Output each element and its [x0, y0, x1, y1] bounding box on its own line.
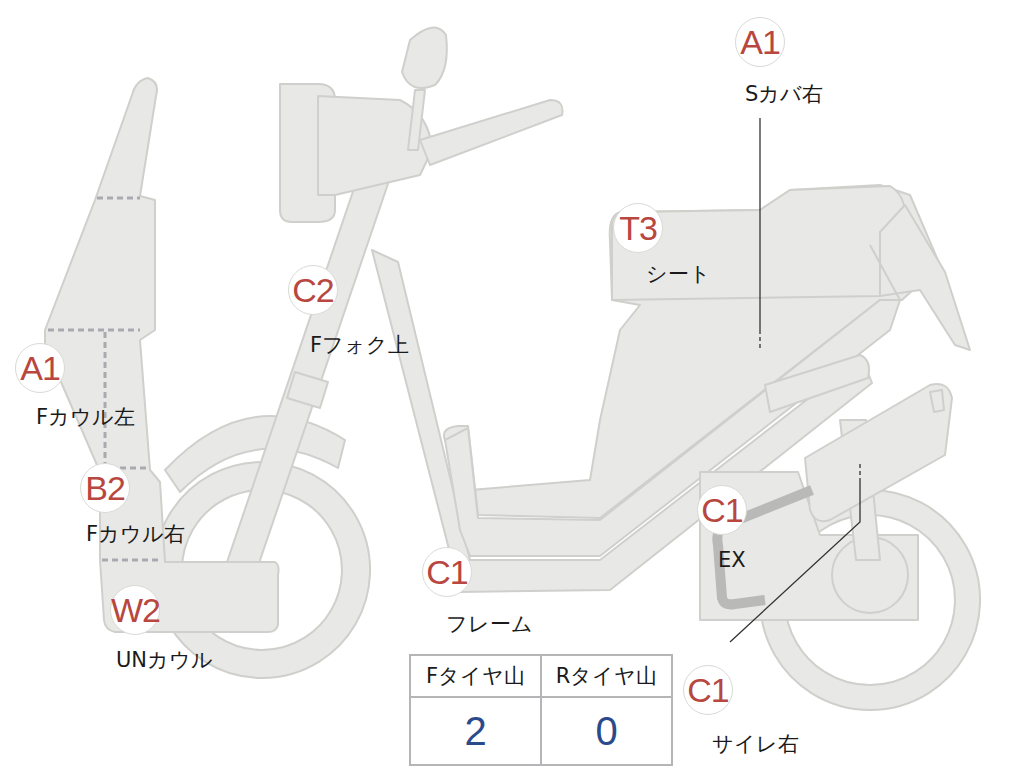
- leader-line: [859, 464, 860, 482]
- damage-callout: A1Fカウル左: [15, 343, 136, 429]
- damage-code: T3: [613, 203, 663, 253]
- table-rule: [540, 655, 542, 765]
- table-value: 2: [410, 697, 541, 765]
- frame-rail: [765, 355, 869, 412]
- damage-callout: C1 サイレ右: [683, 665, 799, 756]
- part-name: UNカウル: [116, 648, 213, 672]
- damage-callout: C2Fフォク上: [288, 265, 410, 357]
- part-name: シート: [646, 262, 711, 286]
- handlebar: [420, 100, 563, 165]
- muffler-tip: [930, 390, 944, 412]
- damage-callout: C1EX: [697, 485, 747, 572]
- part-name: Fフォク上: [310, 333, 409, 357]
- front-fork: [225, 165, 392, 575]
- leader-line: [730, 482, 860, 642]
- seam-line: [97, 197, 140, 200]
- seam-line: [48, 329, 140, 332]
- leader-line: [759, 118, 760, 330]
- mirror-stem: [408, 90, 425, 150]
- leader-line: [759, 330, 760, 348]
- seam-line: [104, 332, 107, 470]
- seam-line: [102, 559, 162, 562]
- damage-code: C1: [697, 485, 747, 535]
- part-name: Sカバ右: [745, 82, 823, 106]
- table-value: 0: [541, 697, 672, 765]
- part-name: フレーム: [446, 612, 533, 636]
- part-name: Fカウル右: [86, 522, 185, 546]
- damage-callout: B2Fカウル右: [80, 463, 186, 546]
- damage-code: C2: [288, 265, 338, 315]
- damage-code: W2: [110, 585, 160, 635]
- tail: [880, 205, 970, 350]
- front-cowl: [45, 78, 279, 632]
- fork-joint: [287, 372, 328, 408]
- part-name: EX: [718, 548, 746, 572]
- seat: [612, 186, 905, 300]
- part-name: Fカウル左: [36, 405, 135, 429]
- mirror: [402, 28, 447, 88]
- damage-callout: A1Sカバ右: [735, 17, 824, 106]
- damage-code: C1: [422, 547, 472, 597]
- damage-code: C1: [683, 665, 733, 715]
- damage-callout: W2UNカウル: [110, 585, 214, 672]
- part-name: サイレ右: [712, 732, 799, 756]
- muffler: [805, 384, 952, 521]
- seat-line: [870, 245, 900, 300]
- table-frame: [410, 655, 672, 765]
- damage-callout: C1 フレーム: [422, 547, 533, 636]
- damage-code: A1: [735, 17, 785, 67]
- damage-code: A1: [15, 343, 65, 393]
- damage-code: B2: [80, 463, 130, 513]
- damage-callout: T3 シート: [613, 203, 711, 286]
- table-header: Fタイヤ山: [410, 655, 541, 697]
- table-header: Rタイヤ山: [541, 655, 672, 697]
